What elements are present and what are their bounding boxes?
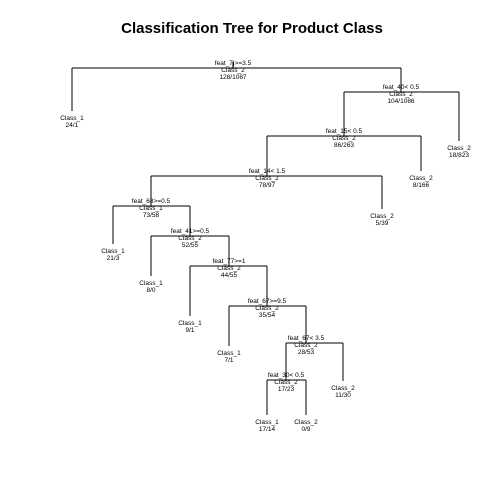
node-count-label: 17/14 bbox=[259, 426, 276, 433]
node-count-label: 17/23 bbox=[278, 386, 295, 393]
node-class-label: Class_2 bbox=[294, 419, 318, 426]
node-class-label: Class_2 bbox=[221, 67, 245, 74]
split-label: feat_67< 3.5 bbox=[288, 335, 325, 342]
node-class-label: Class_2 bbox=[217, 265, 241, 272]
split-label: feat_14< 1.5 bbox=[249, 168, 286, 175]
node-class-label: Class_2 bbox=[255, 305, 279, 312]
node-count-label: 52/55 bbox=[182, 242, 199, 249]
node-class-label: Class_2 bbox=[255, 175, 279, 182]
split-label: feat_77>=1 bbox=[213, 258, 246, 265]
node-count-label: 18/823 bbox=[449, 152, 469, 159]
split-label: feat_7|>=3.5 bbox=[215, 60, 252, 67]
node-count-label: 35/54 bbox=[259, 312, 276, 319]
node-class-label: Class_1 bbox=[101, 248, 125, 255]
node-count-label: 21/3 bbox=[107, 255, 120, 262]
node-count-label: 5/39 bbox=[376, 220, 389, 227]
node-class-label: Class_2 bbox=[389, 91, 413, 98]
node-class-label: Class_1 bbox=[217, 350, 241, 357]
node-count-label: 104/1086 bbox=[387, 98, 414, 105]
node-class-label: Class_2 bbox=[331, 385, 355, 392]
node-count-label: 11/30 bbox=[335, 392, 351, 399]
node-class-label: Class_2 bbox=[409, 175, 433, 182]
node-class-label: Class_1 bbox=[139, 280, 163, 287]
node-class-label: Class_2 bbox=[370, 213, 394, 220]
node-count-label: 128/1087 bbox=[219, 74, 246, 81]
node-count-label: 28/53 bbox=[298, 349, 315, 356]
node-count-label: 8/0 bbox=[146, 287, 155, 294]
diagram-title: Classification Tree for Product Class bbox=[121, 20, 383, 37]
node-count-label: 24/1 bbox=[66, 122, 79, 129]
split-label: feat_30< 0.5 bbox=[268, 372, 305, 379]
node-class-label: Class_2 bbox=[274, 379, 298, 386]
split-label: feat_40< 0.5 bbox=[383, 84, 420, 91]
node-count-label: 0/9 bbox=[301, 426, 310, 433]
node-count-label: 7/1 bbox=[224, 357, 233, 364]
node-class-label: Class_2 bbox=[447, 145, 471, 152]
node-count-label: 9/1 bbox=[185, 327, 194, 334]
node-class-label: Class_2 bbox=[294, 342, 318, 349]
split-label: feat_15< 0.5 bbox=[326, 128, 363, 135]
node-class-label: Class_2 bbox=[332, 135, 356, 142]
split-label: feat_41>=0.5 bbox=[171, 228, 210, 235]
node-count-label: 86/263 bbox=[334, 142, 354, 149]
node-class-label: Class_1 bbox=[255, 419, 279, 426]
node-count-label: 73/58 bbox=[143, 212, 160, 219]
node-class-label: Class_2 bbox=[178, 235, 202, 242]
node-count-label: 78/97 bbox=[259, 182, 276, 189]
split-label: feat_68>=0.5 bbox=[132, 198, 171, 205]
node-count-label: 8/166 bbox=[413, 182, 430, 189]
node-class-label: Class_1 bbox=[178, 320, 202, 327]
split-label: feat_67>=9.5 bbox=[248, 298, 287, 305]
node-class-label: Class_1 bbox=[139, 205, 163, 212]
node-count-label: 44/55 bbox=[221, 272, 238, 279]
node-class-label: Class_1 bbox=[60, 115, 84, 122]
